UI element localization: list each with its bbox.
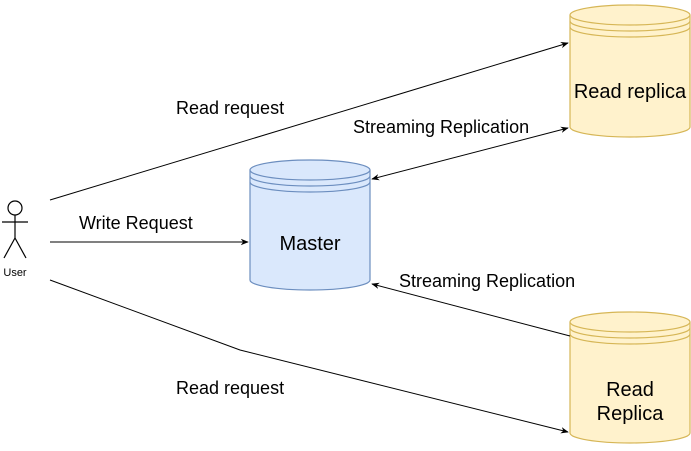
read-request-top-label: Read request (176, 98, 284, 118)
read-replica-bottom-database (569, 311, 691, 444)
read-request-bottom-arrow (49, 279, 569, 434)
replica-bottom-cylinder-top (569, 311, 691, 333)
replica-bottom-label-line2: Replica (597, 403, 665, 425)
read-request-bottom-label: Read request (176, 378, 284, 398)
user-label: User (3, 267, 27, 279)
streaming-replication-top-label: Streaming Replication (353, 117, 529, 137)
streaming-replication-bottom-label: Streaming Replication (399, 271, 575, 291)
replica-top-cylinder-body (569, 15, 691, 138)
master-cylinder-ring-1 (249, 175, 371, 187)
user-actor (2, 200, 28, 259)
master-cylinder-body (249, 170, 371, 291)
master-cylinder-top (249, 159, 371, 181)
read-request-top-arrow (49, 42, 569, 201)
streaming-replication-bottom-arrow (371, 282, 571, 337)
replica-top-label: Read replica (574, 81, 687, 103)
streaming-replication-top-arrow (371, 126, 569, 181)
write-request-label: Write Request (79, 213, 193, 233)
replica-top-cylinder-ring-2 (569, 26, 691, 38)
replica-bottom-cylinder-ring-2 (569, 333, 691, 345)
master-label: Master (279, 233, 340, 255)
read-replica-top-database (569, 4, 691, 138)
replica-bottom-label-line1: Read (606, 379, 654, 401)
replica-top-cylinder-ring-1 (569, 20, 691, 32)
master-database (249, 159, 371, 291)
master-cylinder-ring-2 (249, 181, 371, 193)
replica-bottom-cylinder-ring-1 (569, 327, 691, 339)
replica-top-cylinder-top (569, 4, 691, 26)
replica-bottom-cylinder-body (569, 322, 691, 444)
